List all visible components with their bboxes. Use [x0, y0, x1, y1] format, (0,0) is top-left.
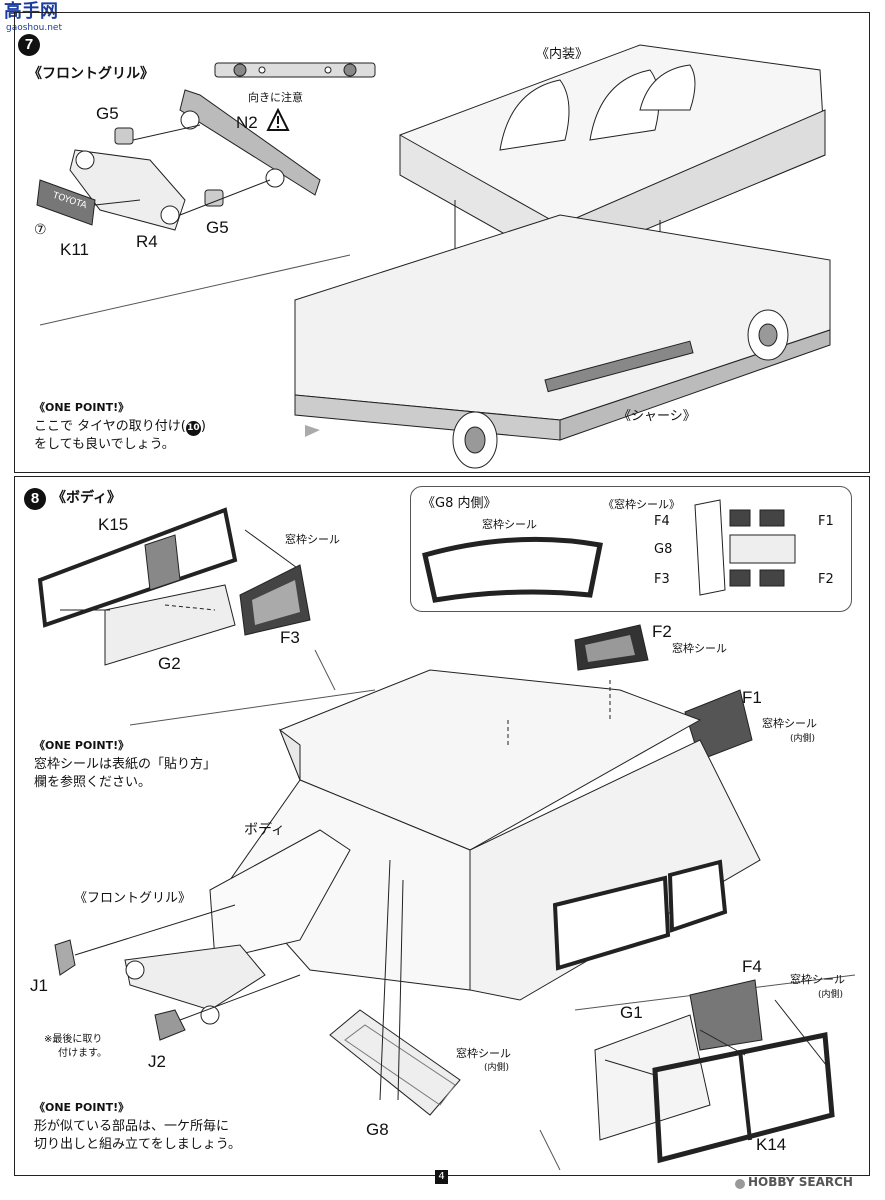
page-number: 4 — [435, 1170, 448, 1184]
r4-label: R4 — [136, 232, 158, 251]
step8-onepoint2-line2: 切り出しと組み立てをしましょう。 — [34, 1137, 241, 1152]
step7-onepoint-line1: ここで タイヤの取り付け(10) — [34, 419, 206, 436]
step7-onepoint-title: 《ONE POINT!》 — [34, 401, 130, 414]
f4-seal-label: 窓枠シール — [790, 973, 845, 986]
step7-onepoint-line2: をしても良いでしょう。 — [34, 437, 175, 452]
inset-box — [410, 486, 852, 612]
last-note-1: ※最後に取り — [44, 1034, 103, 1045]
g8-seal-label: 窓枠シール — [482, 518, 537, 531]
step8-onepoint-line2: 欄を参照ください。 — [34, 775, 152, 790]
hobby-search-watermark: HOBBY SEARCH — [748, 1175, 853, 1189]
f2-label: F2 — [652, 622, 672, 641]
step-ref-badge: 10 — [185, 421, 201, 436]
n2-note: 向きに注意 — [248, 91, 303, 104]
interior-title: 《内装》 — [536, 47, 589, 62]
step8-onepoint-title: 《ONE POINT!》 — [34, 739, 130, 752]
f3-seal-label-a: F3 — [654, 572, 670, 587]
f3-label: F3 — [280, 628, 300, 647]
window-seal-label-1: 窓枠シール — [285, 533, 340, 546]
body-label: ボディ — [244, 822, 286, 838]
front-grille-title: 《フロントグリル》 — [28, 66, 154, 82]
chassis-title: 《シャーシ》 — [618, 409, 696, 424]
last-note-2: 付けます。 — [58, 1048, 107, 1059]
step8-onepoint-line1: 窓枠シールは表紙の「貼り方」 — [34, 757, 217, 772]
f1-seal-inner: (内側) — [790, 734, 816, 744]
f4-seal-inner: (内側) — [818, 990, 844, 1000]
onepoint-text-1-end: ) — [200, 419, 206, 434]
f1-seal-label: 窓枠シール — [762, 717, 817, 730]
site-logo-sub: gaoshou.net — [6, 23, 62, 33]
front-grille-title-8: 《フロントグリル》 — [74, 891, 192, 906]
j2-label: J2 — [148, 1052, 166, 1071]
j1-label: J1 — [30, 976, 48, 995]
g5-top-label: G5 — [96, 104, 119, 123]
step7-number: 7 — [18, 34, 40, 56]
step7-panel — [14, 12, 870, 473]
f1-label: F1 — [742, 688, 762, 707]
onepoint-text-1: ここで タイヤの取り付け( — [34, 419, 186, 434]
f4-label: F4 — [742, 957, 762, 976]
k15-label: K15 — [98, 515, 129, 534]
step8-onepoint2-line1: 形が似ている部品は、一ケ所毎に — [34, 1119, 230, 1134]
window-seal-title: 《窓枠シール》 — [603, 498, 680, 511]
f2-seal-label-a: F2 — [818, 572, 834, 587]
f2-seal-label: 窓枠シール — [672, 642, 727, 655]
body-title: 《ボディ》 — [52, 490, 122, 506]
f1-seal-label-a: F1 — [818, 514, 834, 529]
g8-seal-main-label: 窓枠シール — [456, 1047, 511, 1060]
g5-bottom-label: G5 — [206, 218, 229, 237]
site-logo: 高手网 — [4, 1, 58, 22]
k14-label: K14 — [756, 1135, 787, 1154]
step8-onepoint2-title: 《ONE POINT!》 — [34, 1101, 130, 1114]
n2-label: N2 — [236, 113, 258, 132]
g8-label: G8 — [366, 1120, 389, 1139]
g1-label: G1 — [620, 1003, 643, 1022]
g8-seal-main-inner: (内側) — [484, 1063, 510, 1073]
f4-seal-label-a: F4 — [654, 514, 670, 529]
g2-label: G2 — [158, 654, 181, 673]
g8-seal-label-a: G8 — [654, 542, 673, 557]
k11-label: K11 — [60, 240, 89, 259]
sticker-number: ⑦ — [34, 222, 47, 238]
step8-number: 8 — [24, 488, 46, 510]
g8-inner-title: 《G8 内側》 — [422, 496, 497, 511]
